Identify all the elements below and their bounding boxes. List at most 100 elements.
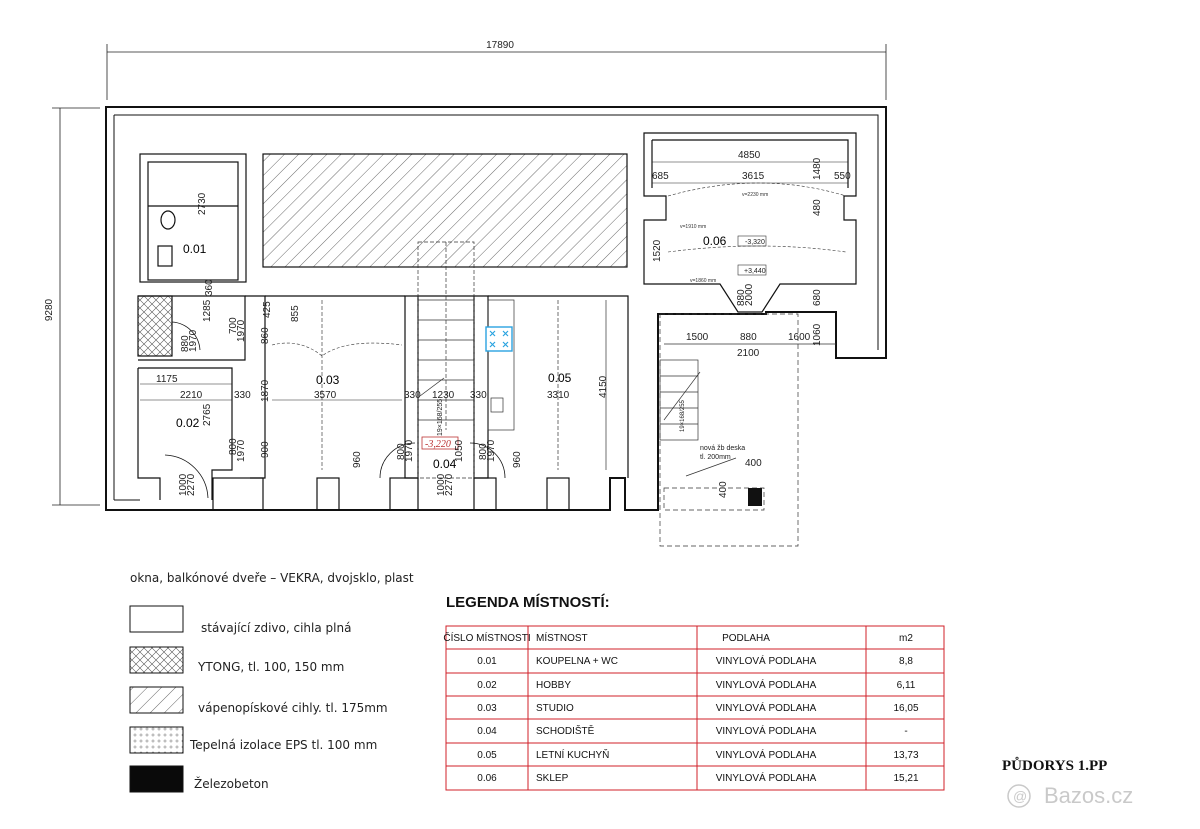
dim-2270-b: 2270 — [444, 473, 455, 496]
dim-800-b: 800 — [396, 443, 407, 460]
dim-1970-d: 1970 — [404, 439, 415, 462]
dim-480: 480 — [812, 199, 823, 216]
dim-2210: 2210 — [180, 390, 203, 401]
room-label-002: 0.02 — [176, 416, 200, 430]
table-cell: 16,05 — [893, 703, 918, 714]
table-cell: 13,73 — [893, 750, 918, 761]
room-label-003: 0.03 — [316, 373, 340, 387]
room-001-bathroom — [139, 153, 247, 283]
bottom-windows — [212, 477, 570, 511]
dim-total-height: 9280 — [44, 298, 55, 321]
table-cell: - — [904, 726, 907, 737]
table-cell: HOBBY — [536, 680, 571, 691]
legend-concrete-label: Železobeton — [194, 776, 269, 791]
dim-2270-a: 2270 — [186, 473, 197, 496]
table-cell: 0.01 — [477, 656, 497, 667]
room-label-005: 0.05 — [548, 371, 572, 385]
dim-900: 900 — [260, 441, 271, 458]
cooktop-burners-icon — [489, 330, 509, 348]
dim-3615: 3615 — [742, 171, 765, 182]
table-cell: VINYLOVÁ PODLAHA — [716, 678, 817, 691]
legend-ytong-label: YTONG, tl. 100, 150 mm — [197, 660, 344, 674]
arch-studio — [271, 342, 403, 357]
dim-1600: 1600 — [788, 332, 811, 343]
arch-height-1: v=2230 mm — [742, 192, 768, 198]
dim-800-a: 800 — [228, 438, 239, 455]
dim-2730: 2730 — [197, 192, 208, 215]
table-cell: 0.05 — [477, 750, 497, 761]
dim-880: 880 — [740, 332, 757, 343]
swatch-sand-lime — [129, 686, 184, 714]
table-cell: SKLEP — [536, 773, 569, 784]
top-dimension — [106, 44, 887, 100]
drawing-title: PŮDORYS 1.PP — [1002, 757, 1107, 774]
concrete-column — [748, 488, 762, 506]
cooktop-icon — [485, 326, 513, 352]
stairs2-label: 19×168/255 — [680, 399, 686, 432]
dim-1520: 1520 — [652, 239, 663, 262]
table-cell: 0.06 — [477, 773, 497, 784]
level-up: +3,440 — [744, 268, 766, 275]
dim-330-c: 330 — [470, 390, 487, 401]
dim-680: 680 — [812, 289, 823, 306]
table-cell: 0.04 — [477, 726, 497, 737]
swatch-brick — [129, 605, 184, 633]
table-cell: STUDIO — [536, 703, 574, 714]
table-cell: VINYLOVÁ PODLAHA — [716, 771, 817, 784]
dim-700: 700 — [228, 317, 239, 334]
cellar-006 — [643, 132, 857, 313]
dim-1285: 1285 — [202, 299, 213, 322]
dim-1500: 1500 — [686, 332, 709, 343]
table-header-floor: PODLAHA — [722, 633, 770, 644]
dim-1970-b: 1970 — [188, 329, 199, 352]
table-cell: SCHODIŠTĚ — [536, 724, 595, 737]
swatch-ytong — [129, 646, 184, 674]
level-stairs: -3,220 — [425, 439, 451, 450]
dim-total-width: 17890 — [486, 40, 514, 51]
left-dimension — [52, 107, 100, 506]
legend-title: LEGENDA MÍSTNOSTÍ: — [446, 594, 610, 611]
table-header-number: ČÍSLO MÍSTNOSTI — [443, 631, 530, 644]
dim-330-a: 330 — [234, 390, 251, 401]
dim-960-a: 960 — [352, 451, 363, 468]
dim-1050: 1050 — [454, 439, 465, 462]
interior-walls-left — [137, 295, 629, 500]
table-cell: KOUPELNA + WC — [536, 656, 618, 667]
stairwell-right — [659, 313, 836, 547]
swatch-concrete — [129, 765, 184, 793]
table-cell: VINYLOVÁ PODLAHA — [716, 654, 817, 667]
room-label-001: 0.01 — [183, 242, 207, 256]
table-cell: 8,8 — [899, 656, 913, 667]
dim-4850: 4850 — [738, 150, 761, 161]
dim-800-c: 800 — [478, 443, 489, 460]
new-slab-note-2: tl. 200mm — [700, 454, 731, 461]
dim-3570: 3570 — [314, 390, 337, 401]
dim-2000: 2000 — [744, 283, 755, 306]
dim-2100: 2100 — [737, 348, 760, 359]
dim-360: 360 — [204, 279, 215, 296]
dim-1175: 1175 — [156, 374, 178, 385]
legend-eps-label: Tepelná izolace EPS tl. 100 mm — [189, 738, 377, 752]
dim-1230: 1230 — [432, 390, 455, 401]
new-slab-note-1: nová žb deska — [700, 445, 745, 452]
kitchen-005 — [487, 299, 607, 470]
dim-855: 855 — [290, 305, 301, 322]
arch-height-2: v=1910 mm — [680, 224, 706, 230]
arch-height-3: v=1860 mm — [690, 278, 716, 284]
dim-880-2000: 880 — [736, 289, 747, 306]
dim-960-b: 960 — [512, 451, 523, 468]
dim-400-b: 400 — [718, 481, 729, 498]
table-header-area: m2 — [899, 633, 913, 644]
swatch-eps — [129, 726, 184, 754]
windows-note: okna, balkónové dveře – VEKRA, dvojsklo,… — [130, 571, 414, 585]
table-cell: VINYLOVÁ PODLAHA — [716, 748, 817, 761]
dim-550: 550 — [834, 171, 851, 182]
dim-1480: 1480 — [812, 157, 823, 180]
table-header-room: MÍSTNOST — [536, 631, 588, 644]
dim-425: 425 — [262, 301, 273, 318]
legend-brick-label: stávající zdivo, cihla plná — [201, 621, 351, 635]
table-cell: 6,11 — [897, 680, 916, 691]
dim-4150: 4150 — [598, 375, 609, 398]
